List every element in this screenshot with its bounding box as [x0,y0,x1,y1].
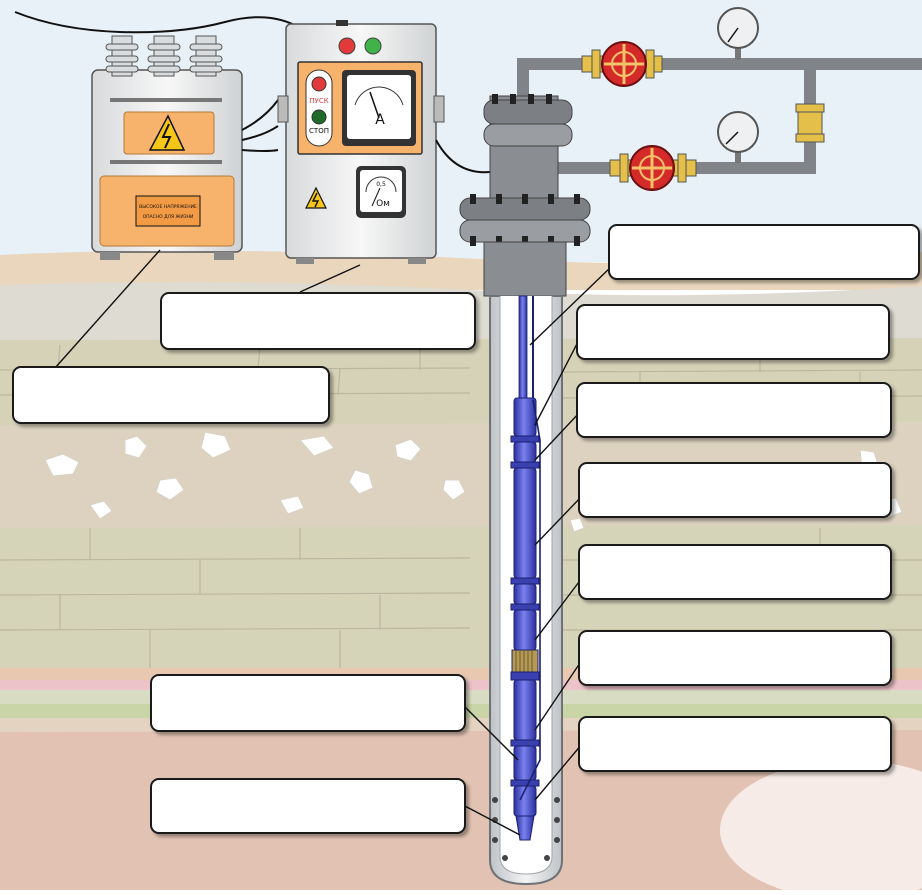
label-box-cable-extension[interactable] [578,716,892,772]
ohmmeter-scale: 0,5 [376,181,386,188]
start-label: ПУСК [309,97,328,105]
stop-label: СТОП [309,127,329,135]
label-box-protector[interactable] [578,630,892,686]
protector [514,680,536,740]
transformer: ВЫСОКОЕ НАПРЯЖЕНИЕ ОПАСНО ДЛЯ ЖИЗНИ [92,36,242,260]
label-box-control-station[interactable] [160,292,476,350]
label-box-motor[interactable] [150,674,466,732]
tubing [519,296,527,400]
gas-separator [514,584,536,604]
esp-string [511,398,539,840]
pump-section-upper [514,398,536,436]
pump-section-lower [514,468,536,578]
label-box-wellhead[interactable] [608,224,920,280]
ohmmeter-unit: Ом [376,199,390,209]
label-box-cable[interactable] [576,304,890,360]
label-box-pump-lower[interactable] [578,462,892,518]
transformer-plate-text-2: ОПАСНО ДЛЯ ЖИЗНИ [143,214,194,220]
transformer-plate-text-1: ВЫСОКОЕ НАПРЯЖЕНИЕ [139,204,197,210]
label-box-transformer[interactable] [12,366,330,424]
label-box-pump-upper[interactable] [576,382,892,438]
ammeter-unit: A [375,112,385,128]
control-station: ПУСК СТОП A 0,5 Ом [278,20,444,264]
label-box-gas-separator[interactable] [578,544,892,600]
label-box-compensator[interactable] [150,778,466,834]
